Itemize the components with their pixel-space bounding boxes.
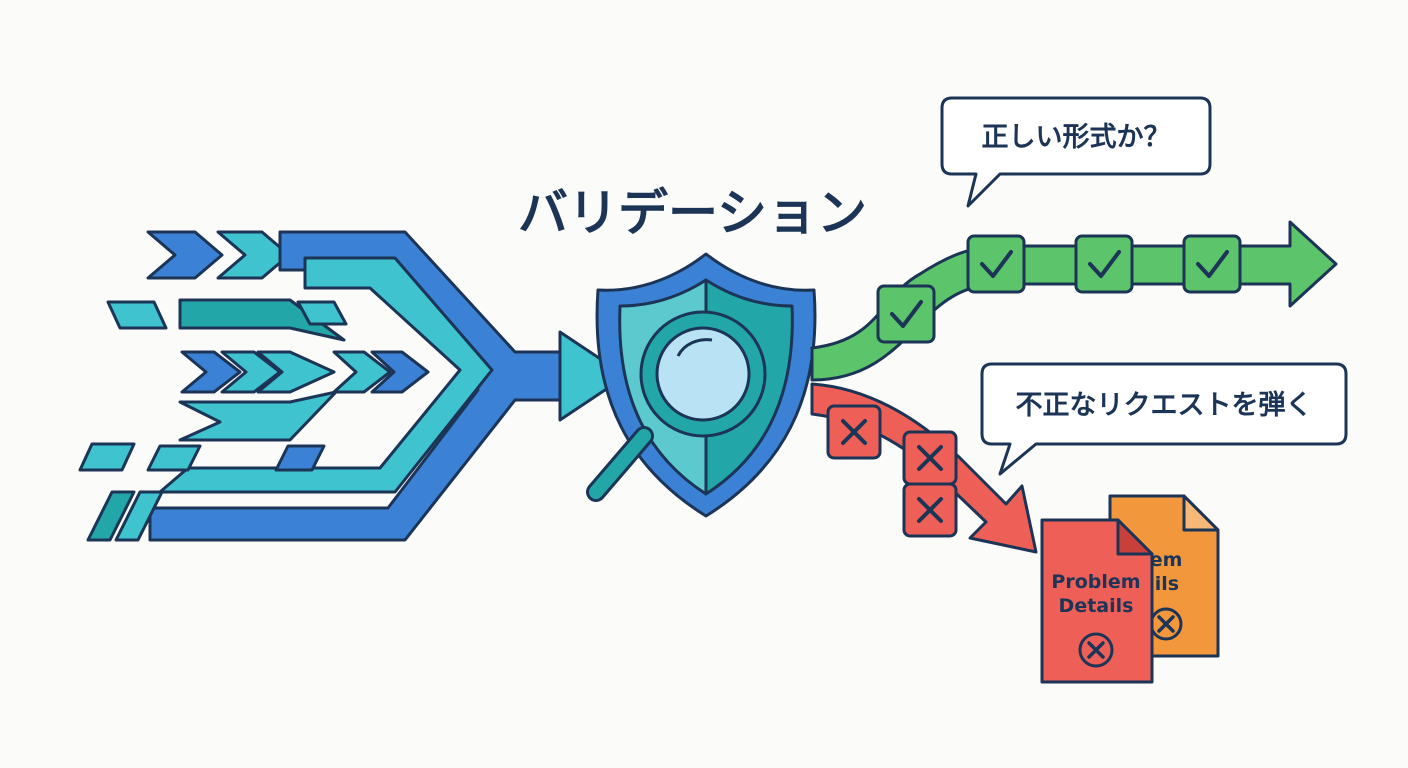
stream-dash — [86, 490, 136, 542]
cross-icon — [1087, 641, 1105, 659]
valid-path — [810, 220, 1338, 382]
stream-dash — [106, 300, 168, 330]
check-box — [966, 234, 1026, 294]
doc-fold — [1182, 494, 1220, 532]
valid-bubble-text: 正しい形式か？ — [982, 122, 1171, 153]
bubble-outline — [980, 362, 1348, 476]
chevron-arrow-icon — [370, 350, 430, 394]
problem-details-front-line2: Details — [1059, 595, 1134, 617]
chevron-arrow-icon — [216, 230, 291, 280]
flow-bracket — [178, 390, 338, 442]
validation-shield — [586, 252, 817, 518]
cross-icon — [1157, 615, 1175, 633]
bubble-outline — [940, 96, 1212, 208]
check-icon — [890, 300, 923, 328]
check-icon — [1196, 250, 1229, 278]
lens-glint — [676, 338, 713, 357]
check-box — [1074, 234, 1134, 294]
stream-dash — [146, 444, 202, 472]
cross-icon — [917, 445, 943, 471]
document-icon — [1040, 518, 1154, 684]
cross-icon — [917, 497, 943, 523]
doc-fold — [1116, 518, 1154, 556]
magnifier-handle-fill — [589, 429, 651, 499]
check-icon — [1088, 250, 1121, 278]
cross-box — [902, 482, 958, 538]
chevron-arrow-icon — [180, 350, 242, 394]
chevron-arrow-icon — [332, 350, 392, 394]
check-icon — [980, 250, 1013, 278]
invalid-bubble-text: 不正なリクエストを弾く — [1016, 390, 1313, 421]
stream-dash — [296, 300, 348, 326]
cross-box — [902, 430, 958, 486]
invalid-path — [810, 382, 1038, 554]
check-box — [876, 284, 936, 344]
chevron-arrow-icon — [220, 350, 282, 394]
stream-dash — [114, 490, 164, 542]
cross-box — [826, 404, 882, 460]
incoming-requests-stream — [78, 230, 628, 542]
chevron-arrow-icon — [146, 230, 224, 280]
check-box — [1182, 234, 1242, 294]
incoming-arrow-head — [558, 330, 628, 422]
stream-dash — [78, 442, 136, 472]
invalid-speech-bubble — [980, 362, 1348, 476]
diagram-title: バリデーション — [518, 184, 867, 242]
valid-speech-bubble — [940, 96, 1212, 208]
problem-details-doc-front — [1040, 518, 1154, 684]
chevron-arrow-icon — [256, 350, 336, 394]
problem-details-front-line1: Problem — [1051, 571, 1140, 593]
stream-dash — [274, 444, 326, 472]
cross-icon — [841, 419, 867, 445]
magnifier-lens — [655, 326, 751, 422]
